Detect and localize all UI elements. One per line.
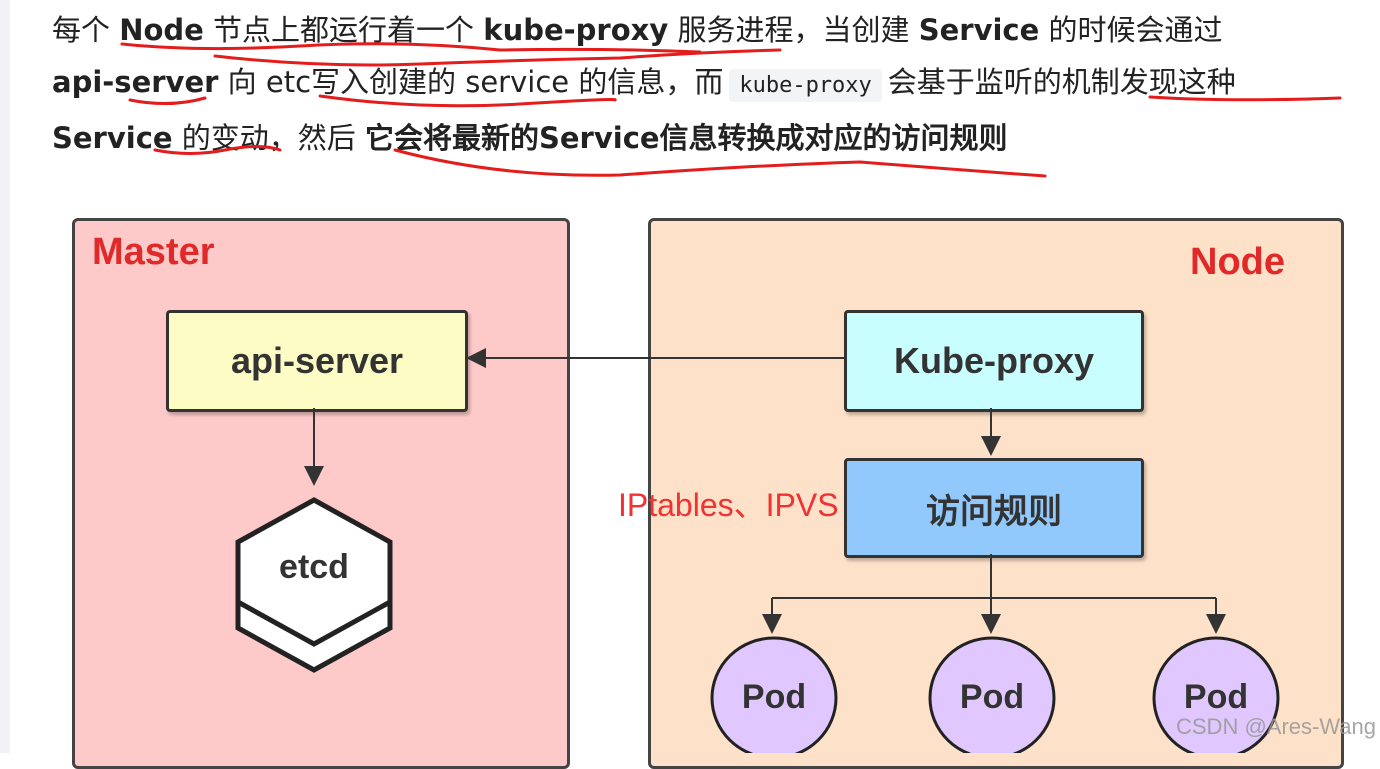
text-segment: 向 etc写入创建的 service 的信息，而 <box>218 65 724 99</box>
csdn-watermark: CSDN @Ares-Wang <box>1176 714 1376 739</box>
article-paragraph: 每个 Node 节点上都运行着一个 kube-proxy 服务进程，当创建 Se… <box>52 4 1352 164</box>
etcd-label: etcd <box>279 548 349 586</box>
bold-api-server: api-server <box>52 65 219 99</box>
text-segment: 每个 <box>52 13 120 47</box>
pod-label: Pod <box>1183 678 1249 716</box>
api-server-box: api-server <box>166 310 468 412</box>
bold-kube-proxy: kube-proxy <box>483 13 669 47</box>
bold-node: Node <box>119 13 204 47</box>
master-title: Master <box>92 231 215 273</box>
bold-service-2: Service <box>52 121 173 155</box>
text-segment: 的时候会通过 <box>1039 13 1223 47</box>
bold-highlight-sentence: 它会将最新的Service信息转换成对应的访问规则 <box>365 121 1008 155</box>
text-segment: 节点上都运行着一个 <box>203 13 484 47</box>
bold-service: Service <box>918 13 1040 47</box>
text-segment: 服务进程，当创建 <box>668 13 919 47</box>
text-segment: 会基于监听的机制发现这种 <box>887 65 1236 99</box>
iptables-ipvs-annotation: IPtables、IPVS <box>618 487 839 523</box>
pod-label: Pod <box>741 678 807 716</box>
node-title: Node <box>1190 241 1285 283</box>
access-rules-box: 访问规则 <box>844 458 1144 558</box>
inline-code-kube-proxy: kube-proxy <box>729 69 882 102</box>
master-panel: Master <box>72 218 570 769</box>
pod-label: Pod <box>959 678 1025 716</box>
left-border-strip <box>0 0 10 753</box>
text-segment: 的变动，然后 <box>172 121 365 155</box>
kube-proxy-box: Kube-proxy <box>844 310 1144 412</box>
